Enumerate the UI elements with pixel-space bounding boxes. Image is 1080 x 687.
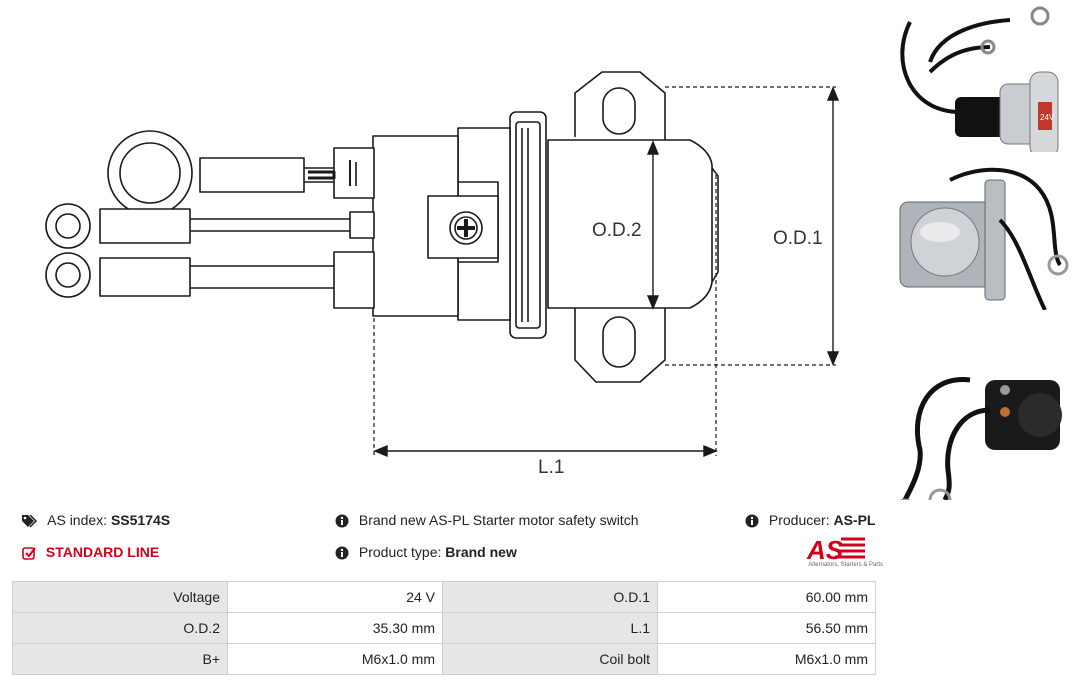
dimension-l1-label: L.1 — [538, 457, 564, 478]
spec-label: Coil bolt — [442, 643, 658, 675]
spec-label: L.1 — [442, 612, 658, 644]
table-row: Voltage 24 V O.D.1 60.00 mm — [12, 581, 876, 613]
specs-table: Voltage 24 V O.D.1 60.00 mm O.D.2 35.30 … — [12, 581, 876, 675]
voltage-marking: 24V — [1040, 113, 1055, 122]
as-pl-logo: AS — [806, 535, 865, 565]
product-photo-1[interactable]: 24V — [890, 2, 1075, 152]
standard-line-row: STANDARD LINE — [22, 544, 160, 561]
description-row: Brand new AS-PL Starter motor safety swi… — [335, 512, 639, 528]
bottom-bracket-slot — [602, 316, 636, 368]
info-icon — [335, 514, 349, 528]
product-photo-3[interactable] — [890, 350, 1075, 500]
technical-drawing: O.D.1 O.D.2 L.1 — [45, 71, 840, 478]
spec-label: O.D.2 — [12, 612, 228, 644]
dimension-od2-label: O.D.2 — [592, 220, 642, 241]
logo-tagline: Alternators, Starters & Parts — [808, 562, 883, 568]
as-index-value: SS5174S — [110, 512, 171, 528]
top-bracket — [574, 71, 666, 140]
as-index-label: AS index: — [47, 512, 108, 528]
producer-row: Producer: AS-PL — [745, 512, 875, 528]
producer-value: AS-PL — [833, 512, 876, 528]
info-icon — [745, 514, 759, 528]
tags-icon — [22, 514, 38, 528]
product-description: Brand new AS-PL Starter motor safety swi… — [358, 512, 639, 528]
spec-label: Voltage — [12, 581, 228, 613]
small-ring-terminal-2 — [45, 252, 91, 298]
bottom-bracket — [574, 308, 666, 383]
producer-label: Producer: — [768, 512, 830, 528]
spec-label: O.D.1 — [442, 581, 658, 613]
spec-value: M6x1.0 mm — [657, 643, 876, 675]
product-type-label: Product type: — [358, 544, 442, 560]
product-photo-2[interactable] — [890, 160, 1075, 310]
dimension-od1-label: O.D.1 — [773, 228, 823, 249]
table-row: B+ M6x1.0 mm Coil bolt M6x1.0 mm — [12, 643, 876, 675]
product-type-row: Product type: Brand new — [335, 544, 517, 560]
info-icon — [335, 546, 349, 560]
spec-value: M6x1.0 mm — [227, 643, 443, 675]
table-row: O.D.2 35.30 mm L.1 56.50 mm — [12, 612, 876, 644]
as-index-row: AS index: SS5174S — [22, 512, 170, 528]
check-square-icon — [22, 547, 36, 561]
spec-value: 56.50 mm — [657, 612, 876, 644]
spec-value: 35.30 mm — [227, 612, 443, 644]
top-bracket-slot — [602, 87, 636, 135]
spec-value: 24 V — [227, 581, 443, 613]
product-type-value: Brand new — [445, 544, 517, 560]
small-ring-terminal-1 — [45, 203, 91, 249]
spec-value: 60.00 mm — [657, 581, 876, 613]
standard-line-label: STANDARD LINE — [45, 544, 160, 560]
spec-label: B+ — [12, 643, 228, 675]
